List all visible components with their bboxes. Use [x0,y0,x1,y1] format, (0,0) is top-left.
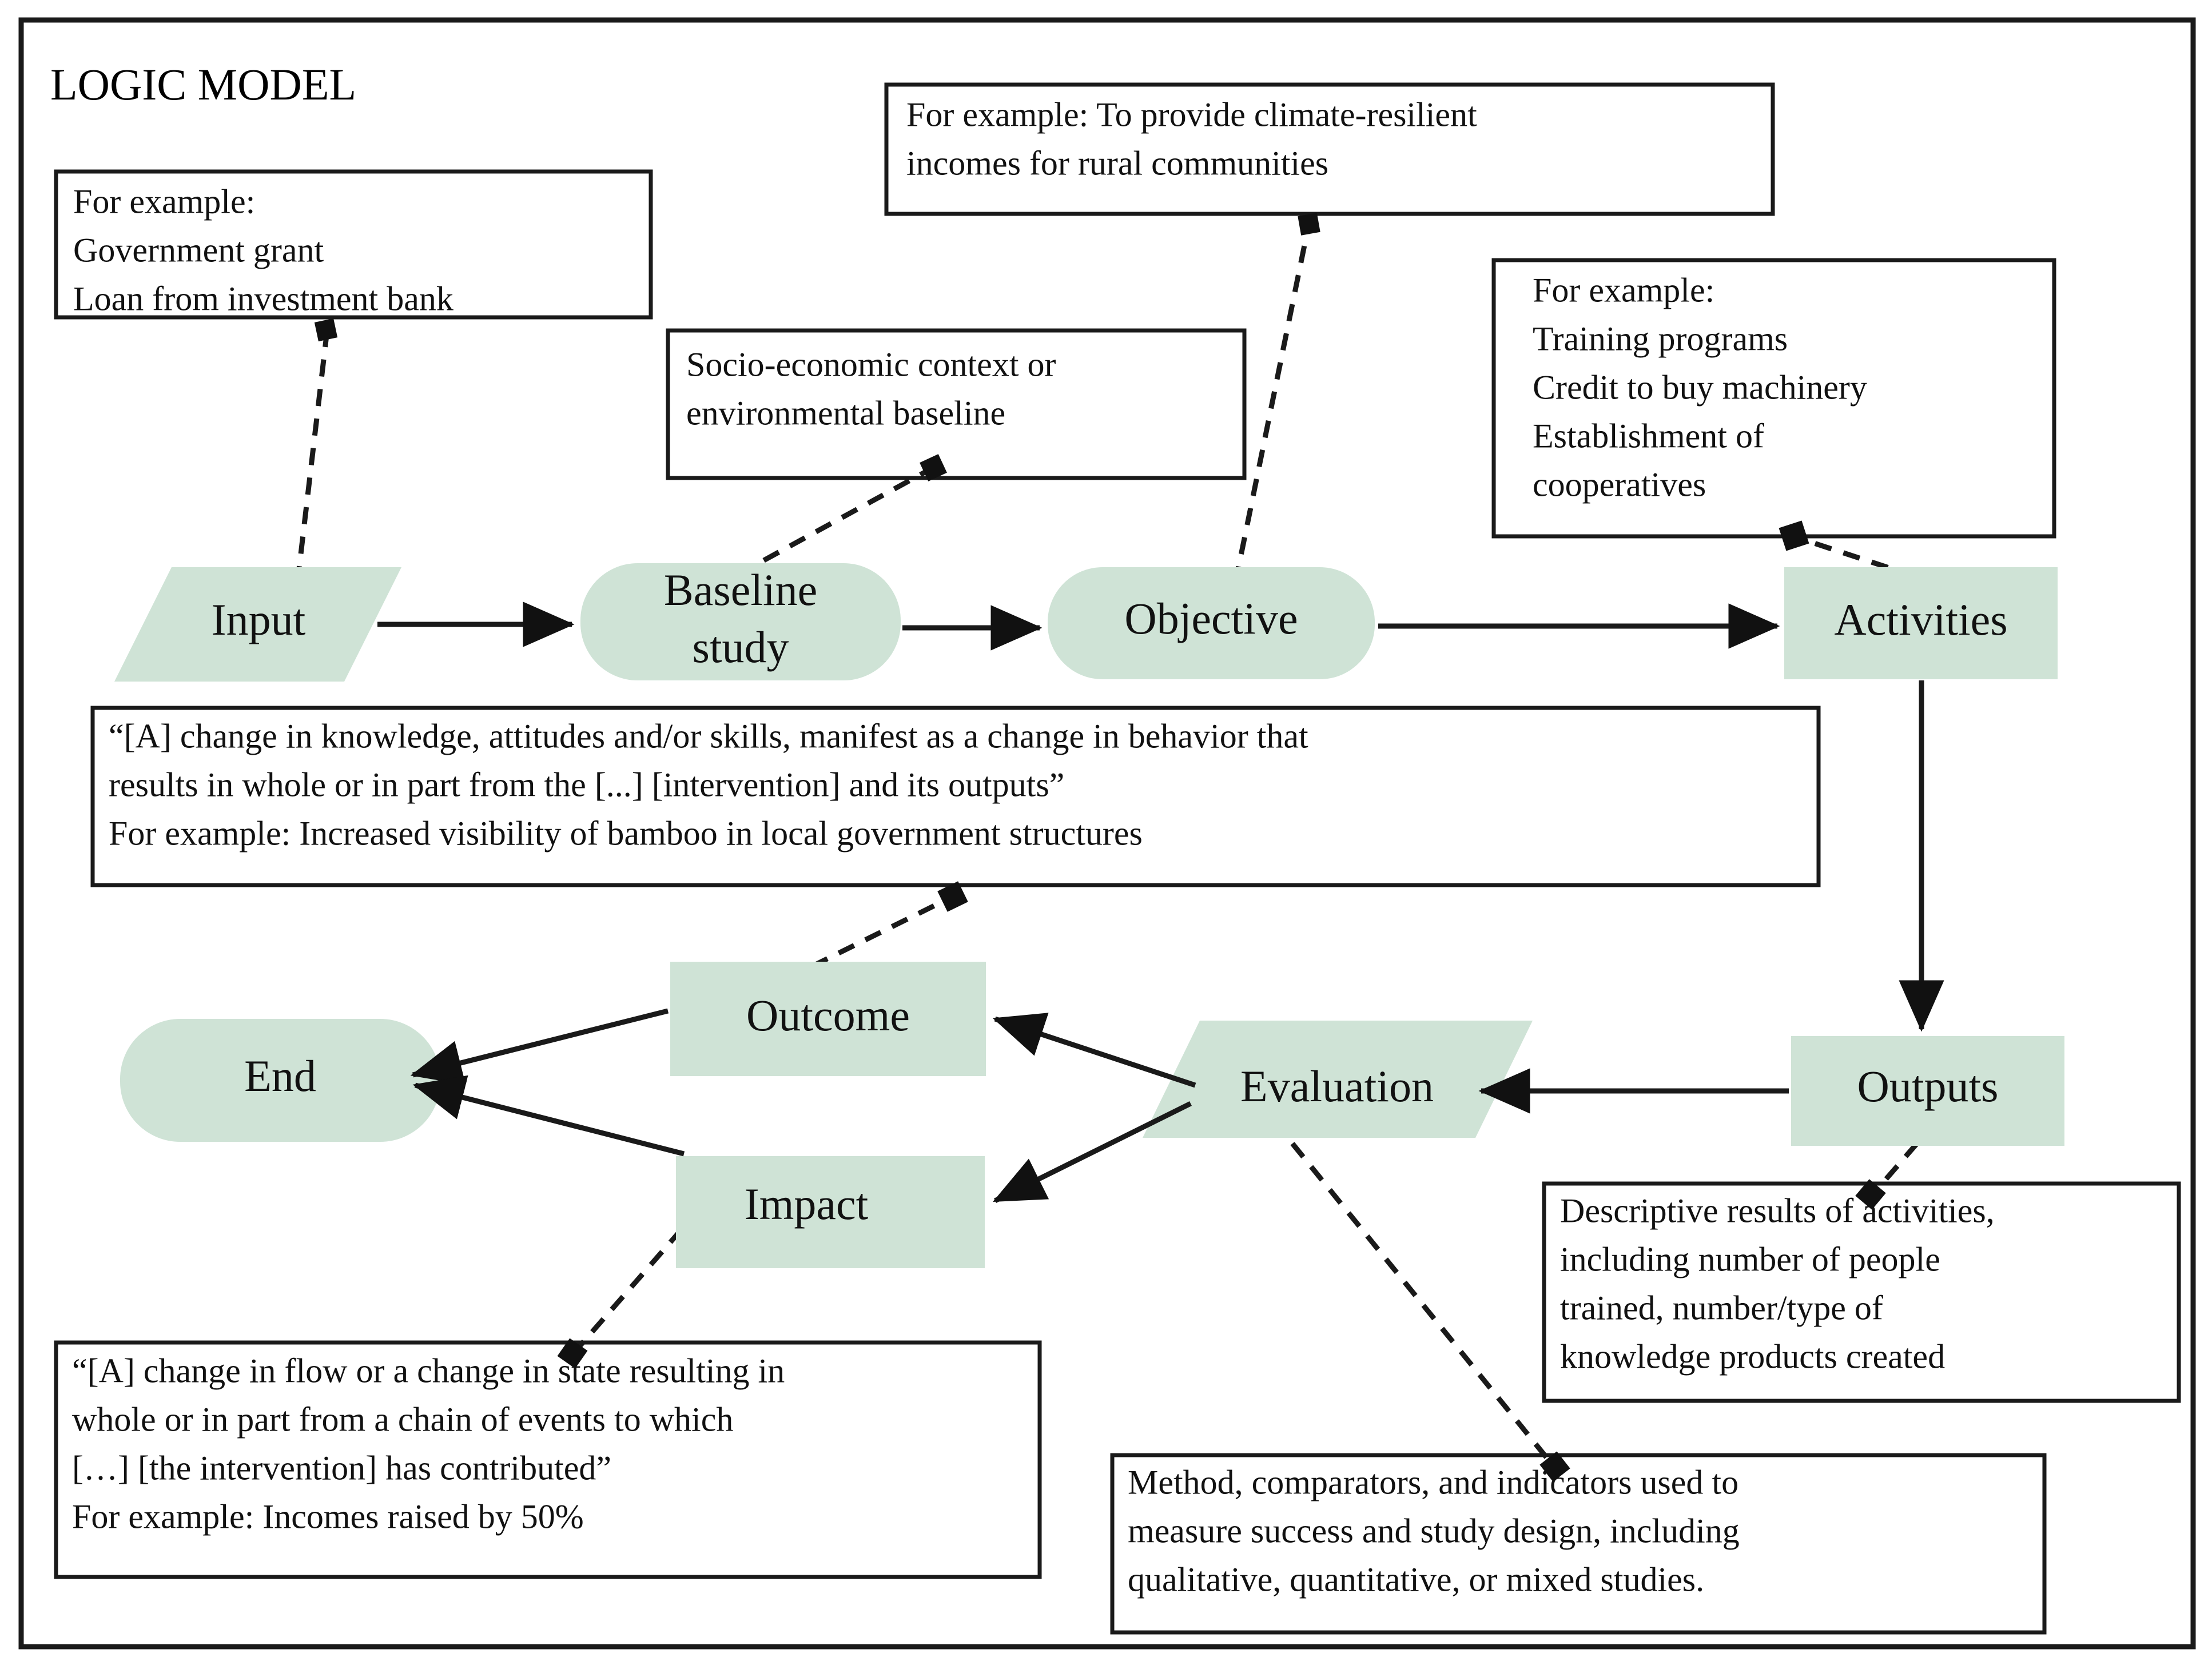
node-outputs-shape [1791,1036,2064,1146]
node-impact[interactable]: Impact [676,1156,985,1268]
callout-objective-example-box [884,82,1775,216]
node-impact-shape [676,1156,985,1268]
page-title: LOGIC MODEL [50,59,356,109]
callout-activities-example-line-4: Establishment of [1533,417,1764,455]
node-input-label: Input [212,595,306,644]
node-objective-label: Objective [1124,593,1298,643]
callout-impact-definition-line-4: For example: Incomes raised by 50% [72,1497,584,1535]
callout-baseline-note-line-2: environmental baseline [686,394,1005,432]
callout-baseline-note-line-1: Socio-economic context or [686,345,1056,383]
dashed-connector-input [295,330,330,584]
callout-activities-example-line-5: cooperatives [1533,465,1706,503]
node-objective-shape [1048,567,1375,679]
dashed-endpoint-marker-evaluation [1539,1451,1570,1482]
dashed-connector-evaluation [1290,1142,1557,1469]
callout-outputs-note-line-4: knowledge products created [1560,1337,1945,1375]
dashed-endpoint-marker-outputs [1855,1179,1886,1210]
node-end[interactable]: End [120,1019,440,1142]
callout-baseline-note-box [666,328,1247,480]
dashed-endpoint-marker-input [314,318,338,342]
callout-objective-example-line-2: incomes for rural communities [906,144,1328,182]
callout-evaluation-note-line-1: Method, comparators, and indicators used… [1128,1463,1738,1501]
callout-impact-definition-line-1: “[A] change in flow or a change in state… [72,1352,785,1389]
dashed-connector-outcome [811,895,952,969]
node-outcome-shape [670,962,986,1076]
callout-outcome-definition-line-2: results in whole or in part from the [..… [109,766,1064,803]
callout-outputs-note-line-1: Descriptive results of activities, [1560,1192,1995,1229]
callout-activities-example-line-3: Credit to buy machinery [1533,368,1867,406]
callout-impact-definition-line-2: whole or in part from a chain of events … [72,1400,733,1438]
node-baseline-study[interactable]: Baseline study [580,563,901,680]
node-evaluation-label: Evaluation [1240,1061,1434,1111]
callout-input-example-line-2: Government grant [73,231,324,269]
node-evaluation[interactable]: Evaluation [1143,1021,1533,1138]
node-outcome-label: Outcome [746,990,910,1040]
edge-outcome-to-end [410,1008,669,1085]
node-activities-shape [1784,567,2058,679]
callout-impact-definition-line-3: […] [the intervention] has contributed” [72,1449,611,1487]
dashed-endpoint-marker-impact [557,1338,588,1369]
callout-evaluation-note-box [1110,1453,2047,1635]
callout-impact-definition-box [54,1340,1042,1579]
edge-evaluation-to-outcome [992,1013,1196,1088]
node-outputs-label: Outputs [1857,1061,1998,1111]
node-objective[interactable]: Objective [1048,567,1375,679]
callout-outputs-note-box [1542,1181,2181,1403]
node-input[interactable]: Input [114,567,401,682]
callout-activities-example-box [1491,258,2056,539]
dashed-connector-outputs [1869,1142,1919,1198]
node-activities[interactable]: Activities [1784,567,2058,679]
callout-activities-example-line-2: Training programs [1533,320,1788,357]
dashed-connector-activities [1796,535,1946,589]
callout-evaluation-note-line-3: qualitative, quantitative, or mixed stud… [1128,1560,1704,1598]
node-end-label: End [244,1051,316,1101]
node-impact-label: Impact [745,1179,869,1229]
dashed-connector-baseline [736,467,933,577]
node-baseline-study-shape [580,563,901,680]
callout-outcome-definition-line-1: “[A] change in knowledge, attitudes and/… [109,717,1308,755]
dashed-endpoint-marker-activities [1779,520,1809,551]
node-baseline-study-label-line-2: study [692,622,789,672]
dashed-endpoint-marker-objective [1298,213,1320,236]
callout-objective-example-line-1: For example: To provide climate-resilien… [906,95,1477,133]
callout-outcome-definition-line-3: For example: Increased visibility of bam… [109,814,1143,852]
callout-evaluation-note-line-2: measure success and study design, includ… [1128,1512,1740,1549]
callout-outputs-note-line-3: trained, number/type of [1560,1289,1883,1327]
node-outputs[interactable]: Outputs [1791,1036,2064,1146]
dashed-connector-impact [570,1228,684,1357]
callout-input-example-box [54,169,653,320]
diagram-frame [18,17,2196,1650]
edge-evaluation-to-impact [992,1101,1192,1204]
node-outcome[interactable]: Outcome [670,962,986,1076]
callout-input-example-line-1: For example: [73,182,255,220]
edge-impact-to-end [412,1075,685,1157]
dashed-endpoint-marker-baseline [920,454,947,481]
dashed-endpoint-marker-outcome [937,881,968,912]
node-input-shape [114,567,401,682]
node-end-shape [120,1019,440,1142]
callout-outputs-note-line-2: including number of people [1560,1240,1940,1278]
node-evaluation-shape [1143,1021,1533,1138]
node-activities-label: Activities [1834,595,2007,644]
dashed-connector-objective [1232,225,1311,584]
callout-activities-example-line-1: For example: [1533,271,1714,309]
callout-input-example-line-3: Loan from investment bank [73,280,453,317]
node-baseline-study-label-line-1: Baseline [664,565,818,615]
